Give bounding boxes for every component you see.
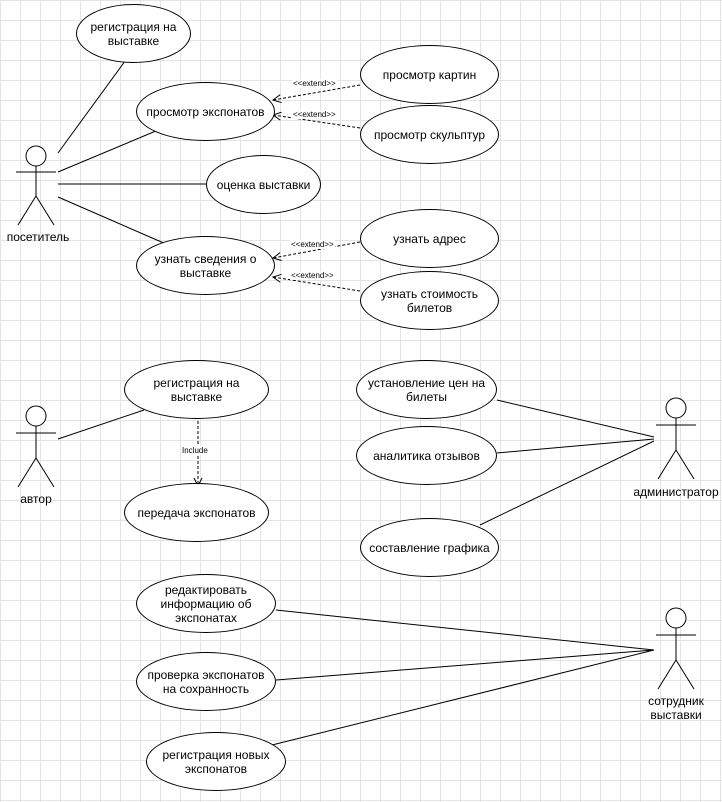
assoc-visitor-view-exhibits <box>57 127 164 173</box>
actor-author-figure[interactable] <box>16 405 56 488</box>
usecase-transfer-exhibits[interactable]: передача экспонатов <box>124 483 269 542</box>
actor-admin-label: администратор <box>633 485 719 499</box>
usecase-review-analytics[interactable]: аналитика отзывов <box>356 426 497 485</box>
assoc-admin-schedule <box>479 440 655 526</box>
actor-staff-figure[interactable] <box>656 607 696 690</box>
assoc-visitor-registration <box>57 56 129 154</box>
usecase-edit-exhibit-info[interactable]: редактировать информацию об экспонатах <box>136 574 276 633</box>
actor-visitor-figure[interactable] <box>16 145 56 226</box>
assoc-staff-edit <box>275 609 655 651</box>
extend-label: <<extend>> <box>292 110 337 119</box>
usecase-visitor-registration[interactable]: регистрация на выставке <box>76 4 191 63</box>
actor-staff-label: сотрудник выставки <box>648 694 704 722</box>
usecase-view-exhibits[interactable]: просмотр экспонатов <box>136 82 275 141</box>
assoc-visitor-info <box>57 196 167 245</box>
actor-author-label: автор <box>20 492 52 506</box>
extend-label: <<extend>> <box>290 240 335 249</box>
actor-visitor-label: посетитель <box>6 230 70 244</box>
assoc-admin-prices <box>496 399 655 438</box>
extend-label: <<extend>> <box>290 271 335 280</box>
assoc-staff-register <box>271 649 655 746</box>
usecase-set-ticket-prices[interactable]: установление цен на билеты <box>356 360 497 419</box>
usecase-view-sculptures[interactable]: просмотр скульптур <box>360 105 499 164</box>
usecase-exhibition-info[interactable]: узнать сведения о выставке <box>136 236 275 295</box>
usecase-ticket-price[interactable]: узнать стоимость билетов <box>360 271 499 330</box>
actor-admin-figure[interactable] <box>656 397 696 480</box>
include-label: Include <box>181 446 209 455</box>
extend-label: <<extend>> <box>292 79 337 88</box>
usecase-find-address[interactable]: узнать адрес <box>360 209 499 268</box>
usecase-rate-exhibition[interactable]: оценка выставки <box>206 155 321 214</box>
usecase-check-exhibits[interactable]: проверка экспонатов на сохранность <box>136 652 276 711</box>
usecase-view-paintings[interactable]: просмотр картин <box>360 45 499 104</box>
assoc-staff-check <box>275 649 655 681</box>
usecase-author-registration[interactable]: регистрация на выставке <box>124 360 269 419</box>
usecase-make-schedule[interactable]: составление графика <box>360 518 499 577</box>
usecase-register-new-exhibits[interactable]: регистрация новых экспонатов <box>146 732 286 791</box>
assoc-admin-analytics <box>496 438 655 454</box>
assoc-author-registration <box>57 409 145 440</box>
